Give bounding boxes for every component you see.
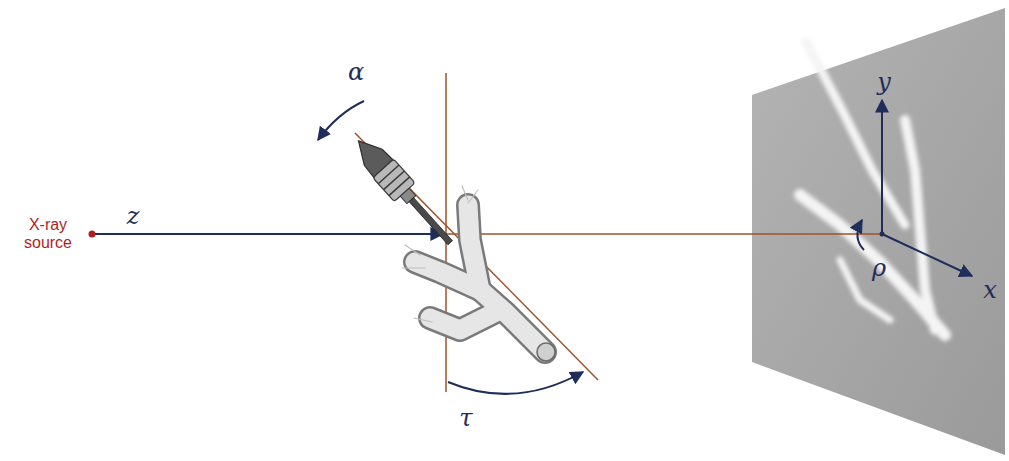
source-label: X-ray source: [17, 216, 79, 251]
tau-angle-arrow: [448, 372, 583, 394]
source-dot: [89, 231, 96, 238]
catheter-tool: [348, 132, 460, 253]
projection-image: [800, 42, 945, 335]
z-axis-arrow: [92, 233, 443, 235]
detector-origin: [880, 232, 885, 237]
angle-label: τ: [459, 405, 472, 431]
rho-rotation-arrow: [857, 220, 864, 250]
axis-label: x: [983, 277, 997, 303]
axis-label: z: [127, 203, 140, 229]
alpha-rotation-arrow: [318, 101, 364, 140]
angle-label: ρ: [872, 255, 886, 281]
detector-plane: [752, 8, 1005, 455]
x-axis-arrow: [882, 234, 972, 276]
beam-line: [446, 233, 882, 235]
tool-axis-line: [355, 133, 598, 380]
y-axis-arrow: [881, 100, 883, 234]
axis-label: y: [877, 69, 891, 95]
bronchial-phantom: [402, 186, 555, 361]
angle-label: α: [348, 59, 364, 85]
